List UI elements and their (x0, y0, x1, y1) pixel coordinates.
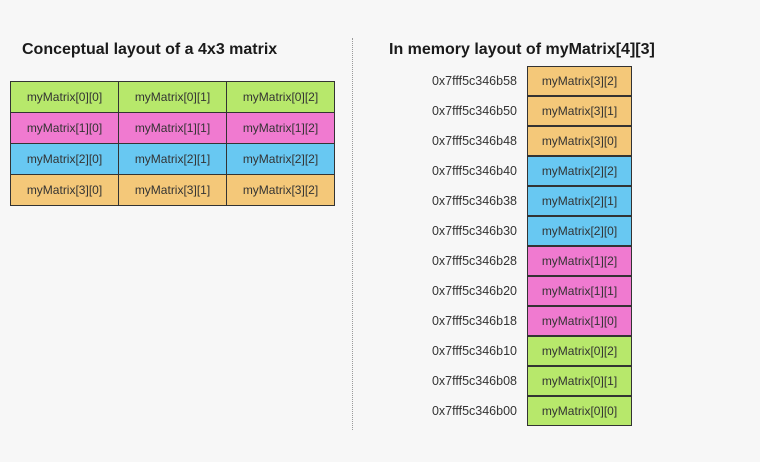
memory-row: 0x7fff5c346b48 myMatrix[3][0] (400, 126, 632, 156)
conceptual-matrix-grid: myMatrix[0][0] myMatrix[0][1] myMatrix[0… (10, 81, 335, 206)
matrix-cell-0-1: myMatrix[0][1] (119, 82, 226, 112)
memory-cell: myMatrix[0][1] (527, 366, 632, 396)
memory-row: 0x7fff5c346b50 myMatrix[3][1] (400, 96, 632, 126)
matrix-cell-3-1: myMatrix[3][1] (119, 175, 226, 205)
memory-row: 0x7fff5c346b38 myMatrix[2][1] (400, 186, 632, 216)
memory-address: 0x7fff5c346b58 (431, 74, 517, 88)
matrix-cell-2-1: myMatrix[2][1] (119, 144, 226, 174)
memory-cell: myMatrix[1][0] (527, 306, 632, 336)
memory-row: 0x7fff5c346b08 myMatrix[0][1] (400, 366, 632, 396)
memory-row: 0x7fff5c346b40 myMatrix[2][2] (400, 156, 632, 186)
memory-cell: myMatrix[2][0] (527, 216, 632, 246)
memory-address: 0x7fff5c346b38 (431, 194, 517, 208)
memory-address: 0x7fff5c346b20 (431, 284, 517, 298)
matrix-cell-3-2: myMatrix[3][2] (227, 175, 334, 205)
matrix-cell-1-1: myMatrix[1][1] (119, 113, 226, 143)
memory-address: 0x7fff5c346b08 (431, 374, 517, 388)
matrix-cell-2-2: myMatrix[2][2] (227, 144, 334, 174)
memory-cell: myMatrix[1][2] (527, 246, 632, 276)
memory-address: 0x7fff5c346b28 (431, 254, 517, 268)
matrix-cell-1-0: myMatrix[1][0] (11, 113, 118, 143)
memory-cell: myMatrix[3][2] (527, 66, 632, 96)
memory-row: 0x7fff5c346b00 myMatrix[0][0] (400, 396, 632, 426)
matrix-cell-1-2: myMatrix[1][2] (227, 113, 334, 143)
memory-row: 0x7fff5c346b20 myMatrix[1][1] (400, 276, 632, 306)
memory-address: 0x7fff5c346b30 (431, 224, 517, 238)
matrix-cell-0-0: myMatrix[0][0] (11, 82, 118, 112)
memory-row: 0x7fff5c346b30 myMatrix[2][0] (400, 216, 632, 246)
memory-row: 0x7fff5c346b58 myMatrix[3][2] (400, 66, 632, 96)
matrix-cell-2-0: myMatrix[2][0] (11, 144, 118, 174)
memory-cell: myMatrix[2][1] (527, 186, 632, 216)
memory-address: 0x7fff5c346b48 (431, 134, 517, 148)
memory-cell: myMatrix[3][0] (527, 126, 632, 156)
dotted-divider (352, 38, 353, 430)
memory-row: 0x7fff5c346b10 myMatrix[0][2] (400, 336, 632, 366)
memory-cell: myMatrix[0][2] (527, 336, 632, 366)
matrix-cell-0-2: myMatrix[0][2] (227, 82, 334, 112)
conceptual-layout-title: Conceptual layout of a 4x3 matrix (22, 41, 278, 58)
memory-layout-list: 0x7fff5c346b58 myMatrix[3][2] 0x7fff5c34… (400, 66, 632, 426)
memory-address: 0x7fff5c346b10 (431, 344, 517, 358)
memory-address: 0x7fff5c346b40 (431, 164, 517, 178)
memory-cell: myMatrix[2][2] (527, 156, 632, 186)
memory-cell: myMatrix[3][1] (527, 96, 632, 126)
matrix-cell-3-0: myMatrix[3][0] (11, 175, 118, 205)
memory-cell: myMatrix[1][1] (527, 276, 632, 306)
memory-address: 0x7fff5c346b50 (431, 104, 517, 118)
memory-address: 0x7fff5c346b00 (431, 404, 517, 418)
memory-address: 0x7fff5c346b18 (431, 314, 517, 328)
memory-row: 0x7fff5c346b18 myMatrix[1][0] (400, 306, 632, 336)
memory-layout-title: In memory layout of myMatrix[4][3] (389, 41, 655, 58)
memory-cell: myMatrix[0][0] (527, 396, 632, 426)
memory-row: 0x7fff5c346b28 myMatrix[1][2] (400, 246, 632, 276)
